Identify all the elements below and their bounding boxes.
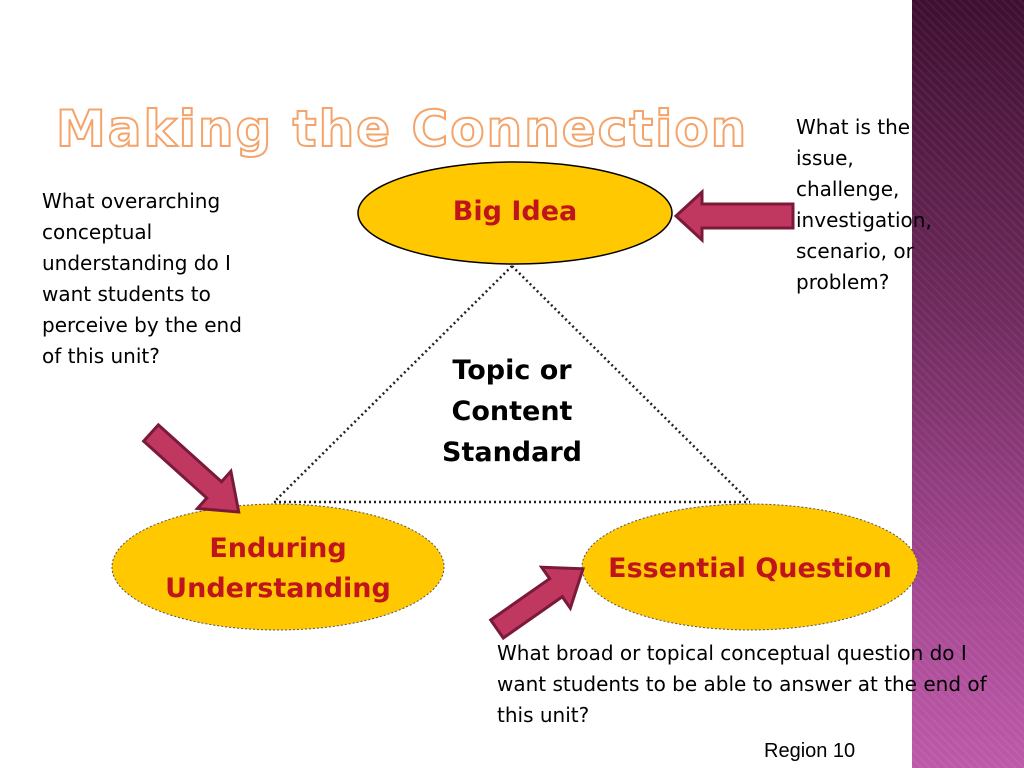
enduring-understanding-label: Enduring Understanding xyxy=(165,533,391,604)
topic-content-standard-label: Topic or Content Standard xyxy=(442,355,582,468)
arrow-to-enduring-understanding xyxy=(141,422,241,514)
essential-question-question: What broad or topical conceptual questio… xyxy=(497,641,987,727)
arrow-to-essential-question xyxy=(488,565,586,641)
big-idea-question: What is the issue, challenge, investigat… xyxy=(796,115,932,294)
triangle-left-edge xyxy=(273,265,513,503)
arrow-to-big-idea xyxy=(673,188,795,244)
sidebar-decoration xyxy=(912,0,1024,768)
big-idea-label: Big Idea xyxy=(452,196,578,227)
dotted-triangle xyxy=(273,265,751,504)
slide-title: Making the Connection xyxy=(55,99,749,159)
enduring-understanding-question: What overarching conceptual understandin… xyxy=(42,189,242,368)
big-idea-ellipse xyxy=(357,161,673,265)
footer-region: Region 10 xyxy=(764,740,856,762)
essential-question-label: Essential Question xyxy=(608,553,892,584)
enduring-understanding-ellipse xyxy=(111,503,445,631)
triangle-right-edge xyxy=(511,265,751,503)
essential-question-ellipse xyxy=(581,503,919,631)
